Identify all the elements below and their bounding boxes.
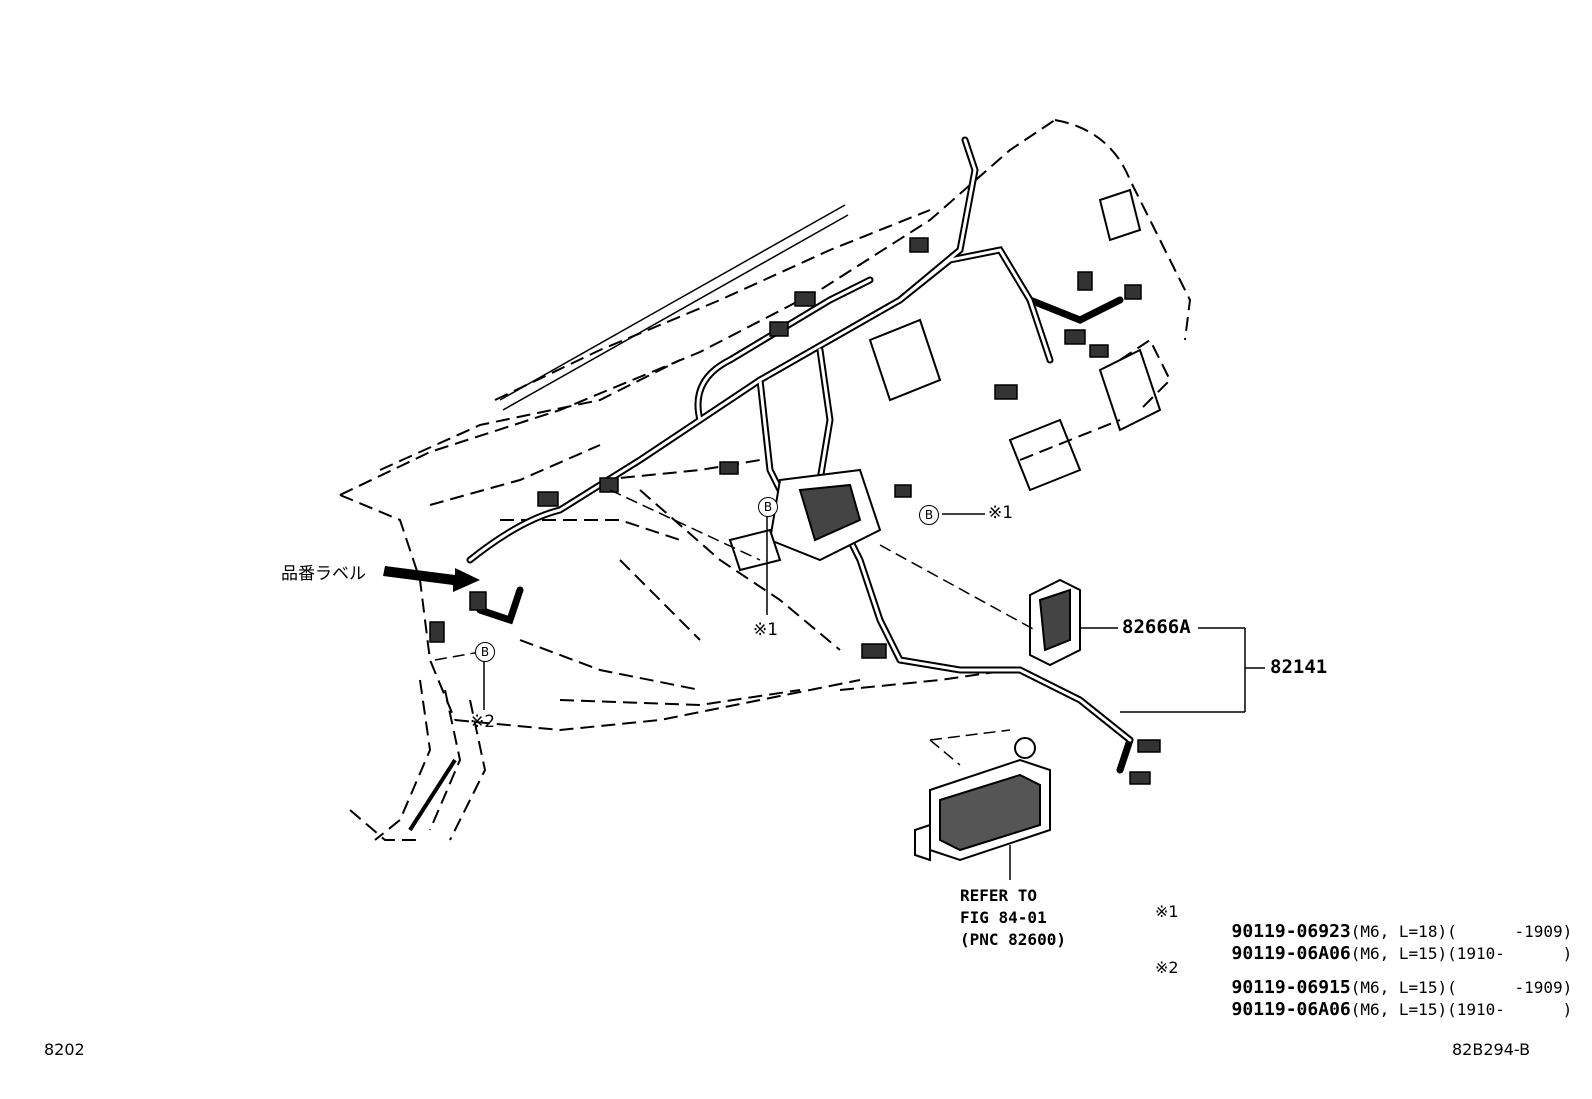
note-1-row-2: 90119-06A06(M6, L=15)(1910- ) [1193,924,1573,983]
label-arrow [383,566,480,592]
dashed-leaders [434,489,1036,766]
note-1-row-2-spec: (M6, L=15)(1910- ) [1350,944,1573,963]
solid-leaders [483,513,1265,880]
refer-line-3: (PNC 82600) [960,930,1066,949]
callout-82141: 82141 [1270,656,1328,678]
pillar-edge [408,758,457,832]
note-2-row-2-spec: (M6, L=15)(1910- ) [1350,1000,1573,1019]
note-2-row-2: 90119-06A06(M6, L=15)(1910- ) [1193,980,1573,1039]
mark-b-left: B [475,642,495,662]
mark-1-right: ※1 [988,503,1014,523]
fuse-box [914,737,1051,862]
mark-1-center: ※1 [753,620,779,640]
mark-b-center: B [758,497,778,517]
relay-block-82666a [1029,578,1081,667]
refer-line-2: FIG 84-01 [960,908,1047,927]
callout-82666a: 82666A [1122,616,1191,638]
harness-inner [468,138,1132,742]
note-1-row-1: 90119-06923(M6, L=18)( -1909) [1193,902,1573,961]
figure-code: 82B294-B [1452,1040,1531,1059]
refer-line-1: REFER TO [960,886,1038,905]
part-label-jp: 品番ラベル [281,564,366,584]
note-2-row-1-spec: (M6, L=15)( -1909) [1350,978,1573,997]
note-1-mark: ※1 [1155,902,1179,921]
note-1-row-1-part: 90119-06923 [1231,921,1351,942]
note-2-mark: ※2 [1155,958,1179,977]
note-2-row-1: 90119-06915(M6, L=15)( -1909) [1193,958,1573,1017]
defroster-grille [499,204,849,411]
note-1-row-2-part: 90119-06A06 [1231,943,1351,964]
page-code: 8202 [44,1040,85,1059]
note-1-row-1-spec: (M6, L=18)( -1909) [1350,922,1573,941]
mark-2-left: ※2 [470,712,496,732]
connectors [429,237,1161,785]
mark-b-right: B [919,505,939,525]
refer-block: REFER TO FIG 84-01 (PNC 82600) [960,885,1066,951]
lower-pillar [349,679,487,841]
note-2-row-2-part: 90119-06A06 [1231,999,1351,1020]
note-2-row-1-part: 90119-06915 [1231,977,1351,998]
air-vents [868,188,1162,492]
